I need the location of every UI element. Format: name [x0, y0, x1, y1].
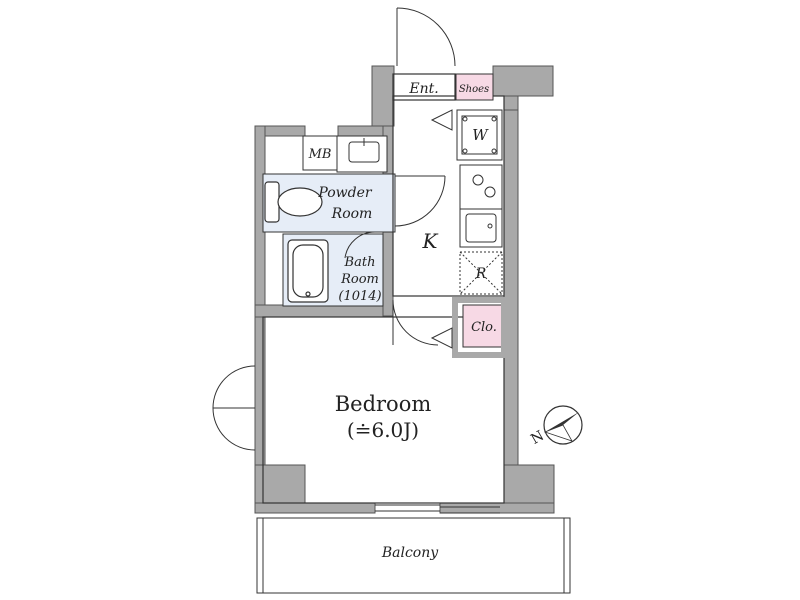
toilet-icon	[264, 181, 323, 223]
washer-icon	[456, 109, 503, 161]
hanger-icon	[430, 109, 453, 349]
compass-icon	[543, 405, 583, 445]
bathtub-icon	[287, 239, 329, 303]
closet-label: Clo.	[471, 320, 497, 335]
refrigerator-icon	[459, 251, 503, 295]
refrigerator-label: R	[475, 266, 487, 282]
closet-wall	[452, 297, 507, 358]
shoes-cabinet	[455, 73, 494, 101]
kitchen-label: K	[422, 229, 439, 253]
mb-label: MB	[308, 147, 332, 162]
balcony-window	[375, 504, 500, 514]
powder-label-line2: Room	[331, 206, 373, 222]
balcony	[256, 517, 571, 594]
powder-label-line1: Powder	[317, 185, 373, 201]
doors	[212, 7, 456, 451]
closet	[462, 304, 505, 348]
shoes-label: Shoes	[459, 84, 489, 95]
entrance-label: Ent.	[408, 81, 438, 97]
walls	[254, 65, 555, 514]
bedroom-outline	[262, 316, 505, 504]
bedroom-size-label: (≐6.0J)	[347, 418, 419, 442]
mb-box	[302, 135, 338, 171]
balcony-label: Balcony	[381, 545, 439, 561]
bath-label-line2: Room	[340, 272, 379, 287]
kitchen-outline	[392, 95, 505, 297]
bath-size-label: (1014)	[338, 289, 381, 304]
kitchen-sink-icon	[459, 208, 503, 248]
sink-icon	[348, 138, 380, 163]
compass-north-label: N	[528, 428, 547, 448]
stove-icon	[459, 164, 503, 210]
washer-label: W	[472, 126, 489, 144]
bath-label-line1: Bath	[344, 255, 376, 270]
bedroom-label: Bedroom	[335, 392, 432, 416]
entrance-outline	[392, 73, 456, 101]
